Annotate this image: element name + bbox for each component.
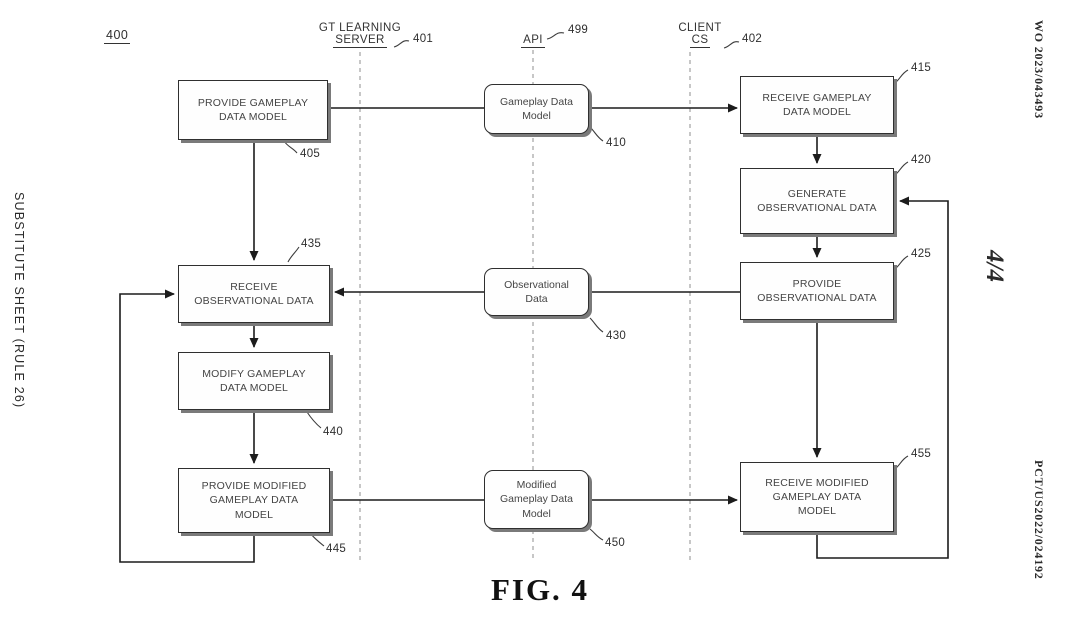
application-number: PCT/US2022/024192 [1032, 460, 1046, 580]
figure-ref-400: 400 [104, 28, 131, 44]
ref-420: 420 [911, 154, 932, 166]
flow-box-label: PROVIDE GAMEPLAY DATA MODEL [197, 96, 309, 123]
lane-header-line1: CLIENT [678, 22, 722, 34]
data-box-observational-data: Observational Data [484, 268, 589, 316]
ref-440: 440 [323, 426, 344, 438]
lane-header-client-cs: CLIENT CS [648, 14, 752, 48]
lane-header-api: API [505, 14, 561, 48]
sheet-number: 4/4 [981, 250, 1008, 282]
lane-header-line2: CS [689, 34, 711, 48]
ref-435: 435 [301, 238, 322, 250]
ref-402: 402 [742, 33, 763, 45]
ref-410: 410 [606, 137, 627, 149]
ref-445: 445 [326, 543, 347, 555]
flow-box-label: PROVIDE MODIFIED GAMEPLAY DATA MODEL [201, 480, 307, 521]
flow-box-modify-gameplay-data-model: MODIFY GAMEPLAY DATA MODEL [178, 352, 330, 410]
flow-box-label: PROVIDE OBSERVATIONAL DATA [757, 277, 877, 304]
flow-box-label: GENERATE OBSERVATIONAL DATA [757, 187, 877, 214]
data-box-label: Gameplay Data Model [500, 95, 573, 122]
flow-box-receive-gameplay-data-model: RECEIVE GAMEPLAY DATA MODEL [740, 76, 894, 134]
ref-leader-lines [283, 32, 909, 547]
figure-caption: FIG. 4 [490, 572, 590, 607]
ref-401: 401 [413, 33, 434, 45]
flow-box-provide-modified-gameplay-data-model: PROVIDE MODIFIED GAMEPLAY DATA MODEL [178, 468, 330, 533]
substitute-sheet-note: SUBSTITUTE SHEET (RULE 26) [12, 192, 26, 409]
data-box-modified-gameplay-data-model: Modified Gameplay Data Model [484, 470, 589, 529]
data-box-label: Modified Gameplay Data Model [500, 479, 573, 520]
ref-455: 455 [911, 448, 932, 460]
ref-430: 430 [606, 330, 627, 342]
lane-header-line2: SERVER [333, 34, 387, 48]
ref-499: 499 [568, 24, 589, 36]
flow-box-receive-modified-gameplay-data-model: RECEIVE MODIFIED GAMEPLAY DATA MODEL [740, 462, 894, 532]
flow-box-receive-observational-data: RECEIVE OBSERVATIONAL DATA [178, 265, 330, 323]
data-box-label: Observational Data [504, 278, 569, 305]
lane-header-gt-learning-server: GT LEARNING SERVER [303, 14, 417, 48]
flow-box-provide-observational-data: PROVIDE OBSERVATIONAL DATA [740, 262, 894, 320]
flow-box-provide-gameplay-data-model: PROVIDE GAMEPLAY DATA MODEL [178, 80, 328, 140]
flow-box-label: RECEIVE GAMEPLAY DATA MODEL [762, 91, 872, 118]
flow-box-label: RECEIVE MODIFIED GAMEPLAY DATA MODEL [765, 476, 869, 518]
data-box-gameplay-data-model: Gameplay Data Model [484, 84, 589, 134]
lane-header-line1: GT LEARNING [318, 22, 402, 34]
flow-box-label: MODIFY GAMEPLAY DATA MODEL [202, 367, 306, 394]
ref-450: 450 [605, 537, 626, 549]
ref-425: 425 [911, 248, 932, 260]
flow-box-generate-observational-data: GENERATE OBSERVATIONAL DATA [740, 168, 894, 234]
publication-number: WO 2023/043493 [1032, 20, 1046, 119]
lane-header-line2: API [521, 34, 545, 48]
ref-415: 415 [911, 62, 932, 74]
ref-405: 405 [300, 148, 321, 160]
flow-box-label: RECEIVE OBSERVATIONAL DATA [194, 280, 314, 307]
